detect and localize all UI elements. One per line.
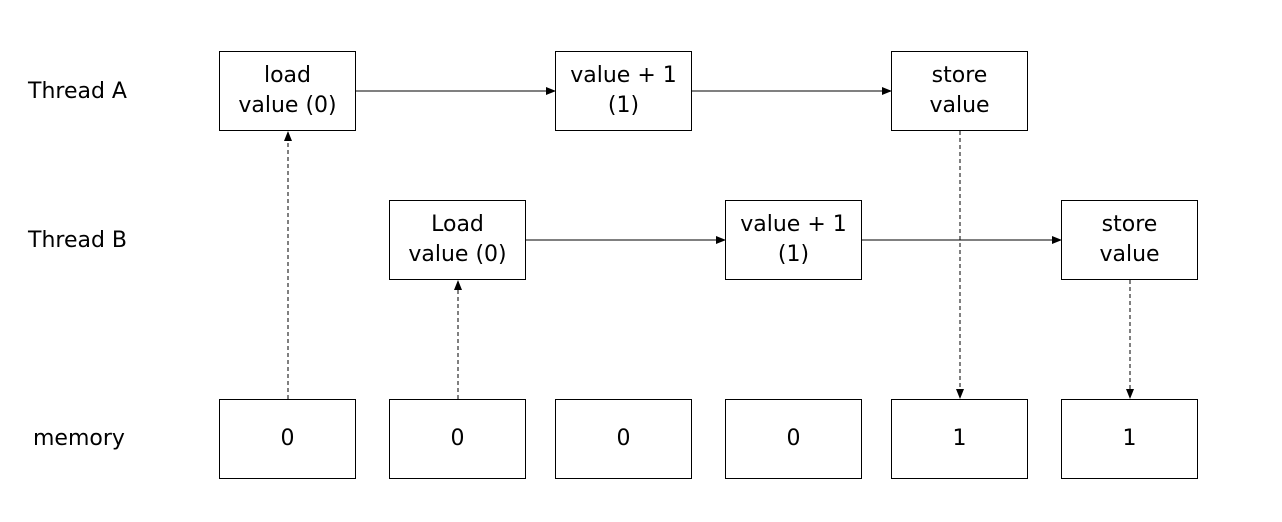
box-line: (1) bbox=[607, 93, 640, 118]
thread-b-load-box: Load value (0) bbox=[389, 200, 526, 280]
box-line: (1) bbox=[777, 242, 810, 267]
memory-cell-6: 1 bbox=[1061, 399, 1198, 479]
box-line: value (0) bbox=[408, 242, 507, 267]
thread-a-store-box: store value bbox=[891, 51, 1028, 131]
memory-cell-3: 0 bbox=[555, 399, 692, 479]
memory-cell-1: 0 bbox=[219, 399, 356, 479]
box-line: store bbox=[931, 63, 988, 88]
box-line: value (0) bbox=[238, 93, 337, 118]
thread-b-store-box: store value bbox=[1061, 200, 1198, 280]
row-label-memory: memory bbox=[33, 426, 125, 451]
memory-value: 1 bbox=[1122, 426, 1137, 451]
memory-value: 0 bbox=[450, 426, 465, 451]
memory-cell-5: 1 bbox=[891, 399, 1028, 479]
thread-a-load-box: load value (0) bbox=[219, 51, 356, 131]
box-line: value bbox=[1099, 242, 1160, 267]
memory-cell-4: 0 bbox=[725, 399, 862, 479]
thread-a-increment-box: value + 1 (1) bbox=[555, 51, 692, 131]
row-label-thread-a: Thread A bbox=[28, 79, 127, 104]
memory-cell-2: 0 bbox=[389, 399, 526, 479]
memory-value: 0 bbox=[280, 426, 295, 451]
memory-value: 0 bbox=[786, 426, 801, 451]
memory-value: 0 bbox=[616, 426, 631, 451]
box-line: Load bbox=[431, 212, 484, 237]
box-line: value + 1 bbox=[740, 212, 847, 237]
box-line: value bbox=[929, 93, 990, 118]
box-line: value + 1 bbox=[570, 63, 677, 88]
thread-b-increment-box: value + 1 (1) bbox=[725, 200, 862, 280]
memory-value: 1 bbox=[952, 426, 967, 451]
box-line: load bbox=[263, 63, 312, 88]
row-label-thread-b: Thread B bbox=[28, 228, 128, 253]
box-line: store bbox=[1101, 212, 1158, 237]
